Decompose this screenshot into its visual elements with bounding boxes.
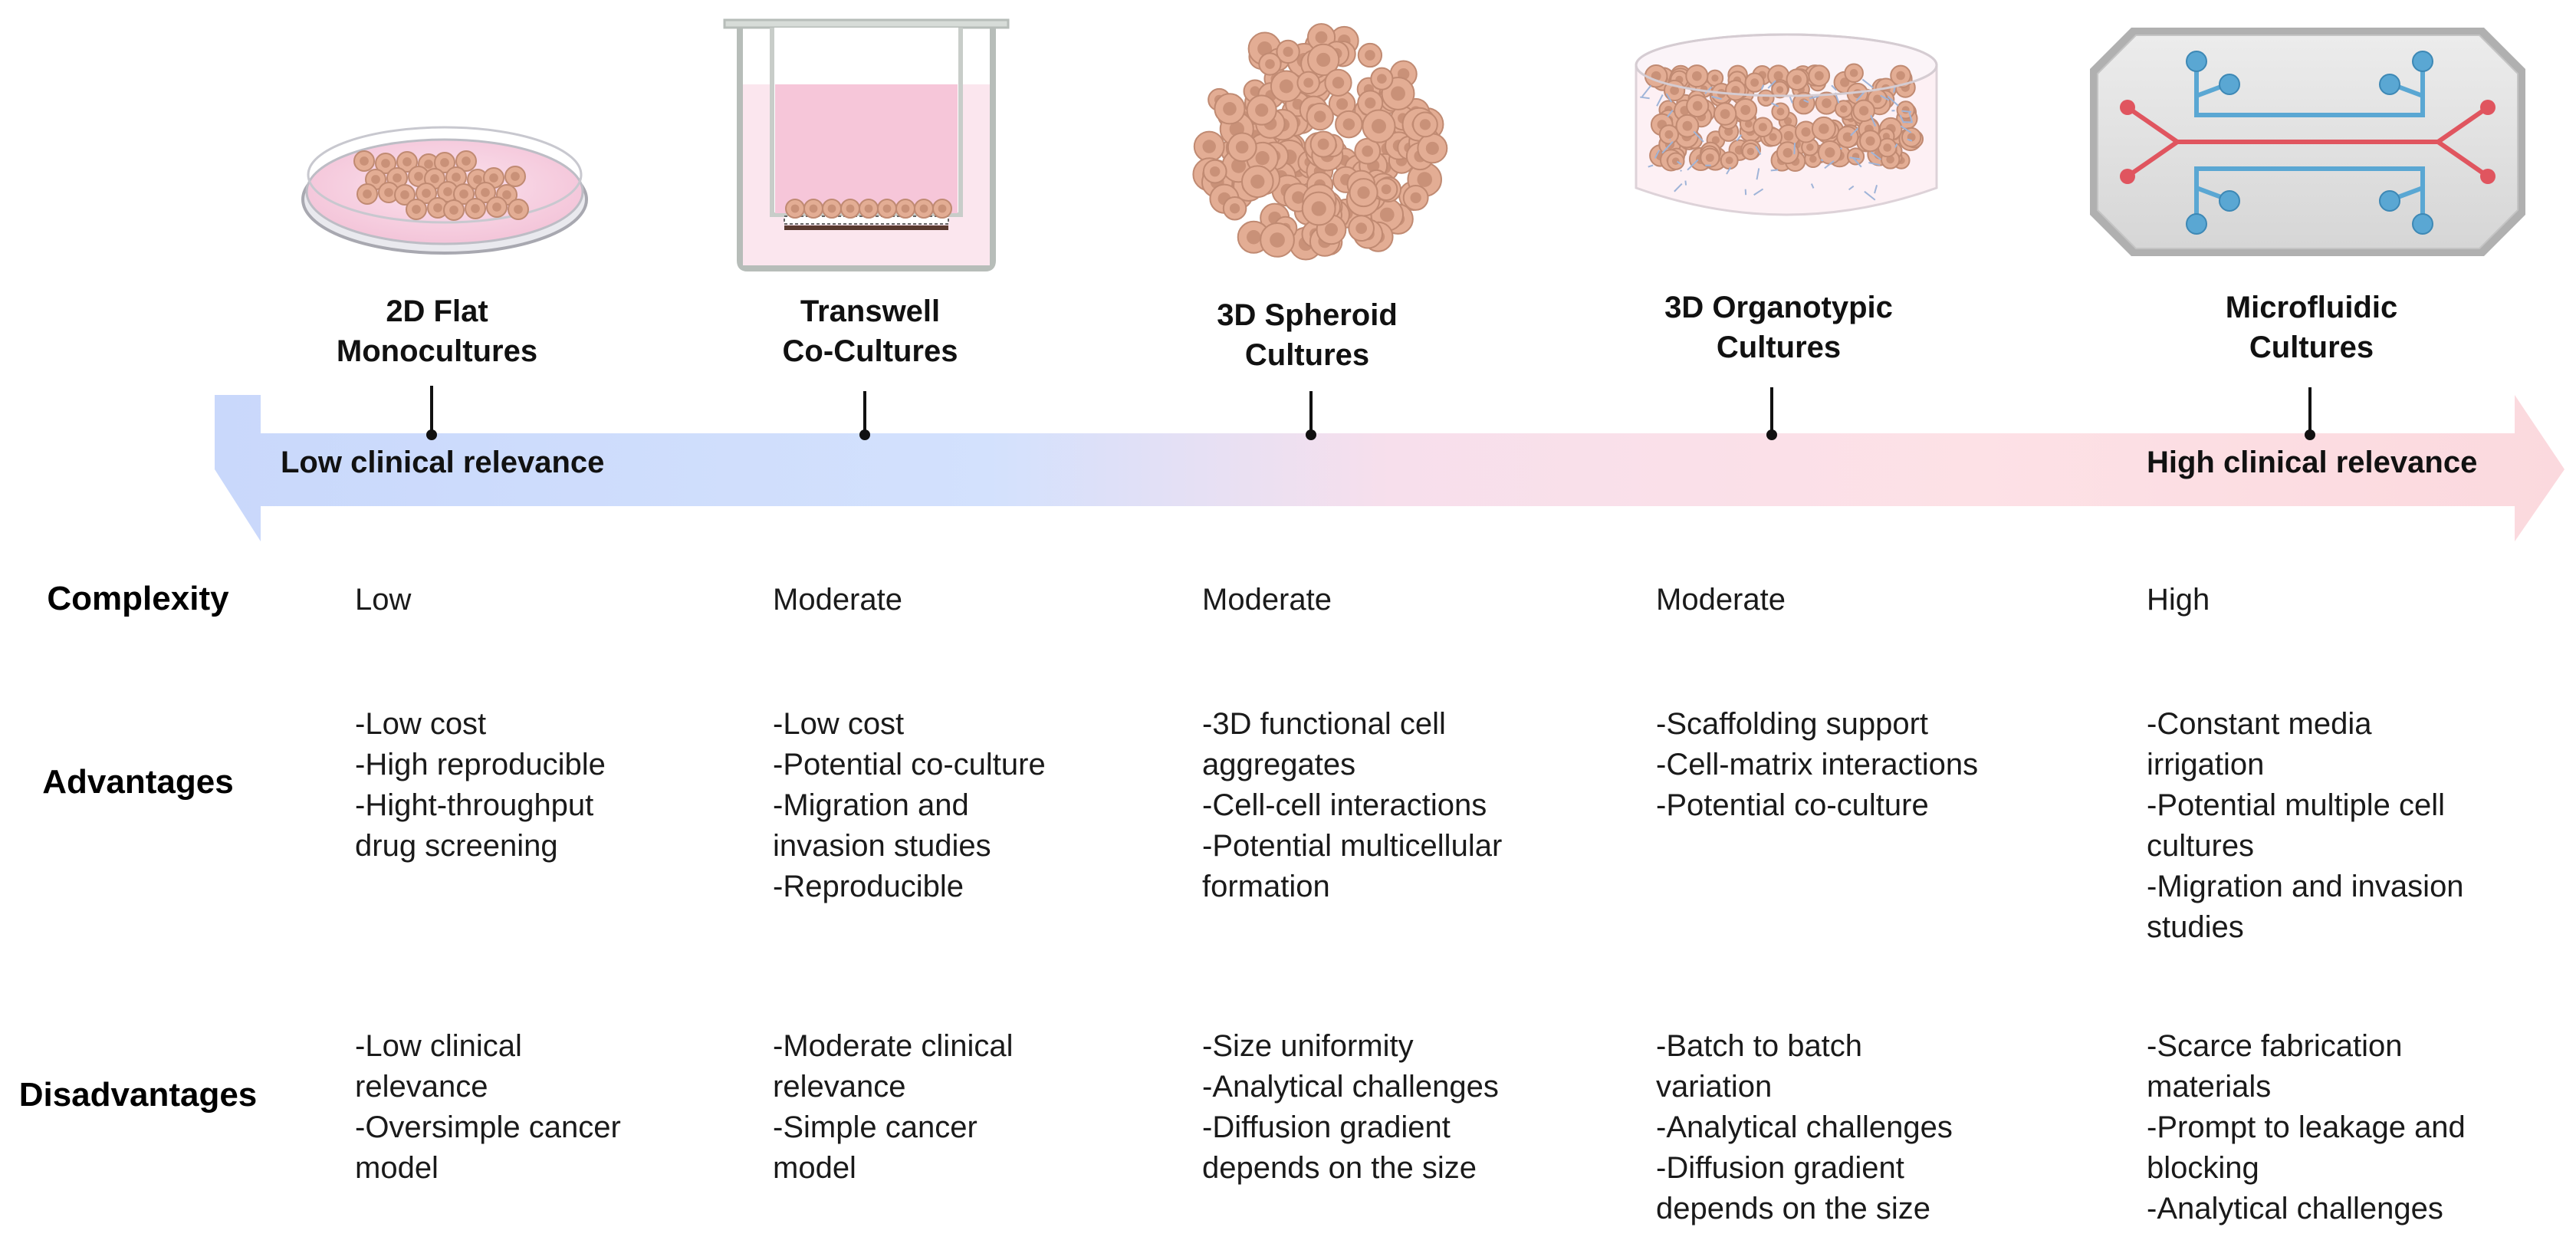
complexity-organotypic: Moderate: [1656, 583, 1786, 617]
model-title-spheroid: 3D Spheroid Cultures: [1217, 298, 1398, 372]
high-clinical-relevance-label: High clinical relevance: [2147, 446, 2478, 479]
model-title-microfluidic: Microfluidic Cultures: [2225, 291, 2398, 364]
complexity-spheroid: Moderate: [1202, 583, 1332, 617]
model-title-organotypic: 3D Organotypic Cultures: [1664, 291, 1893, 364]
disadvantages-microfluidic: -Scarce fabrication materials -Prompt to…: [2147, 1029, 2466, 1225]
disadvantages-2d: -Low clinical relevance -Oversimple canc…: [355, 1029, 621, 1185]
transwell-illustration: [723, 18, 1010, 271]
model-title-2d: 2D Flat Monocultures: [336, 294, 538, 368]
advantages-2d: -Low cost -High reproducible -Hight-thro…: [355, 707, 606, 863]
disadvantages-organotypic: -Batch to batch variation -Analytical ch…: [1656, 1029, 1953, 1225]
organotypic-illustration: [1635, 33, 1938, 216]
row-label-disadvantages: Disadvantages: [18, 1076, 258, 1114]
spheroid-illustration: [1192, 23, 1448, 261]
microfluidic-chip-illustration: [2090, 28, 2525, 256]
low-clinical-relevance-label: Low clinical relevance: [281, 446, 605, 479]
cell-layer-on-membrane: [785, 199, 952, 219]
advantages-microfluidic: -Constant media irrigation -Potential mu…: [2147, 707, 2464, 944]
advantages-transwell: -Low cost -Potential co-culture -Migrati…: [773, 707, 1046, 903]
complexity-transwell: Moderate: [773, 583, 902, 617]
advantages-organotypic: -Scaffolding support -Cell-matrix intera…: [1656, 707, 1979, 822]
model-title-transwell: Transwell Co-Cultures: [782, 294, 958, 368]
complexity-2d: Low: [355, 583, 412, 617]
spheroid-cell-aggregate: [1192, 23, 1448, 261]
advantages-spheroid: -3D functional cell aggregates -Cell-cel…: [1202, 707, 1503, 903]
row-label-complexity: Complexity: [47, 580, 229, 617]
cell-monolayer: [353, 150, 529, 221]
clinical-relevance-arrow: [215, 386, 2564, 541]
disadvantages-transwell: -Moderate clinical relevance -Simple can…: [773, 1029, 1014, 1185]
complexity-microfluidic: High: [2147, 583, 2210, 617]
disadvantages-spheroid: -Size uniformity -Analytical challenges …: [1202, 1029, 1499, 1185]
scaffold-embedded-cells: [1640, 63, 1924, 201]
petri-dish-illustration: [301, 126, 588, 255]
row-label-advantages: Advantages: [42, 763, 234, 801]
